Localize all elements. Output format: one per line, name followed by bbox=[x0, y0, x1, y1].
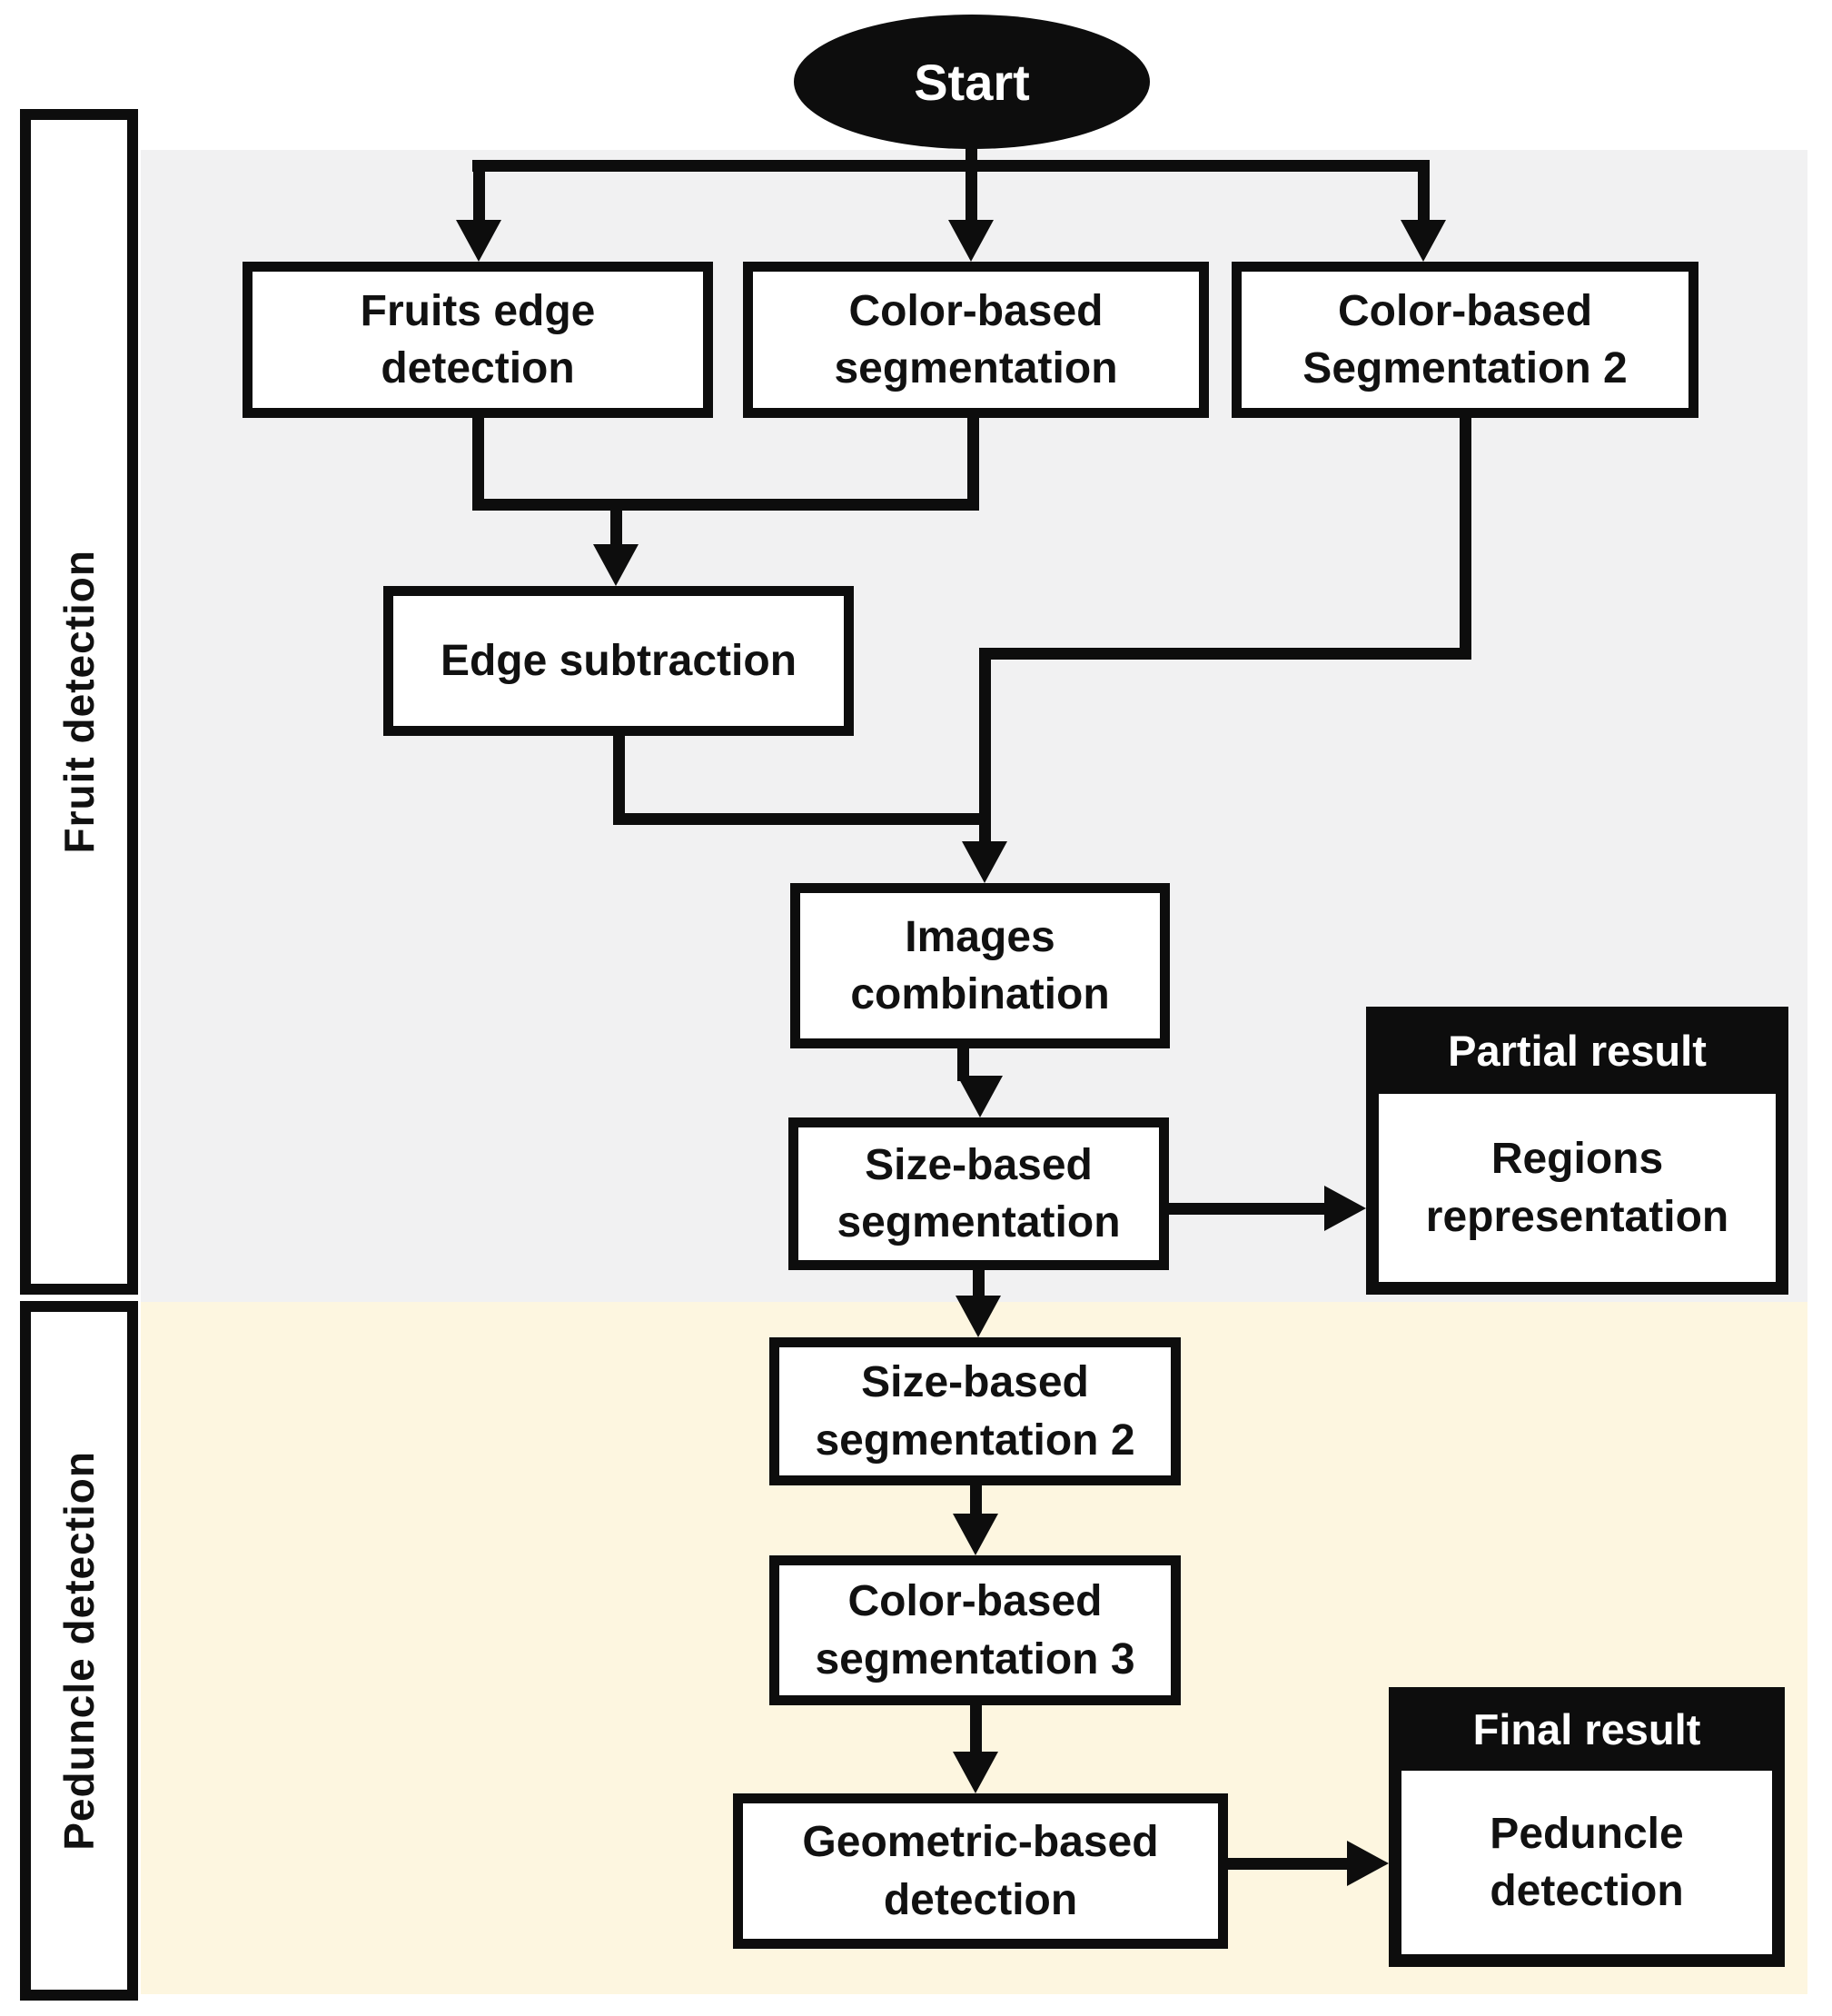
result-partial-header: Partial result bbox=[1448, 1026, 1707, 1075]
connector-merge-bar bbox=[472, 499, 979, 511]
result-partial: Partial result Regions representation bbox=[1366, 1007, 1788, 1295]
connector-color-seg2-out bbox=[1460, 416, 1471, 660]
section-label-fruit-detection: Fruit detection bbox=[20, 109, 138, 1295]
section-label-peduncle-detection: Peduncle detection bbox=[20, 1301, 138, 2001]
section-label-peduncle-detection-text: Peduncle detection bbox=[55, 1451, 103, 1851]
node-size-based-segmentation: Size-based segmentation bbox=[788, 1117, 1169, 1270]
connector-color-seg-out bbox=[967, 416, 979, 511]
node-edge-subtraction: Edge subtraction bbox=[383, 586, 854, 736]
connector-color-seg3-out bbox=[970, 1703, 982, 1756]
arrow-down-icon bbox=[953, 1514, 998, 1555]
arrow-down-icon bbox=[962, 841, 1007, 883]
node-color-based-segmentation-2: Color-based Segmentation 2 bbox=[1232, 262, 1698, 418]
node-fruits-edge-detection: Fruits edge detection bbox=[243, 262, 713, 418]
arrow-down-icon bbox=[953, 1752, 998, 1793]
connector-to-final-result bbox=[1228, 1858, 1352, 1870]
connector-edge-sub-bar bbox=[613, 813, 991, 825]
connector-merge-to-edge-sub bbox=[610, 499, 622, 549]
node-images-combination: Images combination bbox=[790, 883, 1170, 1048]
section-label-fruit-detection-text: Fruit detection bbox=[55, 550, 103, 854]
arrow-down-icon bbox=[957, 1076, 1003, 1117]
node-geometric-based-detection: Geometric-based detection bbox=[733, 1793, 1228, 1949]
arrow-down-icon bbox=[956, 1296, 1001, 1337]
connector-to-partial-result bbox=[1169, 1203, 1329, 1215]
arrow-down-icon bbox=[948, 220, 994, 262]
result-final-body: Peduncle detection bbox=[1401, 1771, 1772, 1954]
connector-color-seg2-bar bbox=[979, 648, 1471, 660]
arrow-right-icon bbox=[1347, 1841, 1389, 1886]
arrow-down-icon bbox=[1401, 220, 1446, 262]
connector-size-seg-out bbox=[973, 1268, 985, 1300]
connector-edge-sub-out bbox=[613, 734, 625, 825]
node-color-based-segmentation-3: Color-based segmentation 3 bbox=[769, 1555, 1181, 1705]
connector-branch-bar bbox=[472, 160, 1430, 172]
connector-fruits-edge-out bbox=[472, 416, 484, 511]
connector-branch-right-stub bbox=[1418, 160, 1430, 223]
connector-start-stem bbox=[966, 144, 977, 225]
connector-to-images-comb bbox=[979, 648, 991, 846]
arrow-down-icon bbox=[456, 220, 501, 262]
result-final-header: Final result bbox=[1472, 1704, 1701, 1753]
node-size-based-segmentation-2: Size-based segmentation 2 bbox=[769, 1337, 1181, 1485]
arrow-right-icon bbox=[1324, 1186, 1366, 1231]
result-final: Final result Peduncle detection bbox=[1389, 1687, 1785, 1967]
arrow-down-icon bbox=[593, 544, 639, 586]
node-color-based-segmentation: Color-based segmentation bbox=[743, 262, 1209, 418]
connector-size-seg2-out bbox=[970, 1484, 982, 1518]
connector-branch-left-stub bbox=[473, 160, 485, 223]
connector-images-comb-out bbox=[957, 1047, 969, 1081]
start-node: Start bbox=[794, 15, 1150, 149]
result-partial-body: Regions representation bbox=[1379, 1094, 1776, 1282]
